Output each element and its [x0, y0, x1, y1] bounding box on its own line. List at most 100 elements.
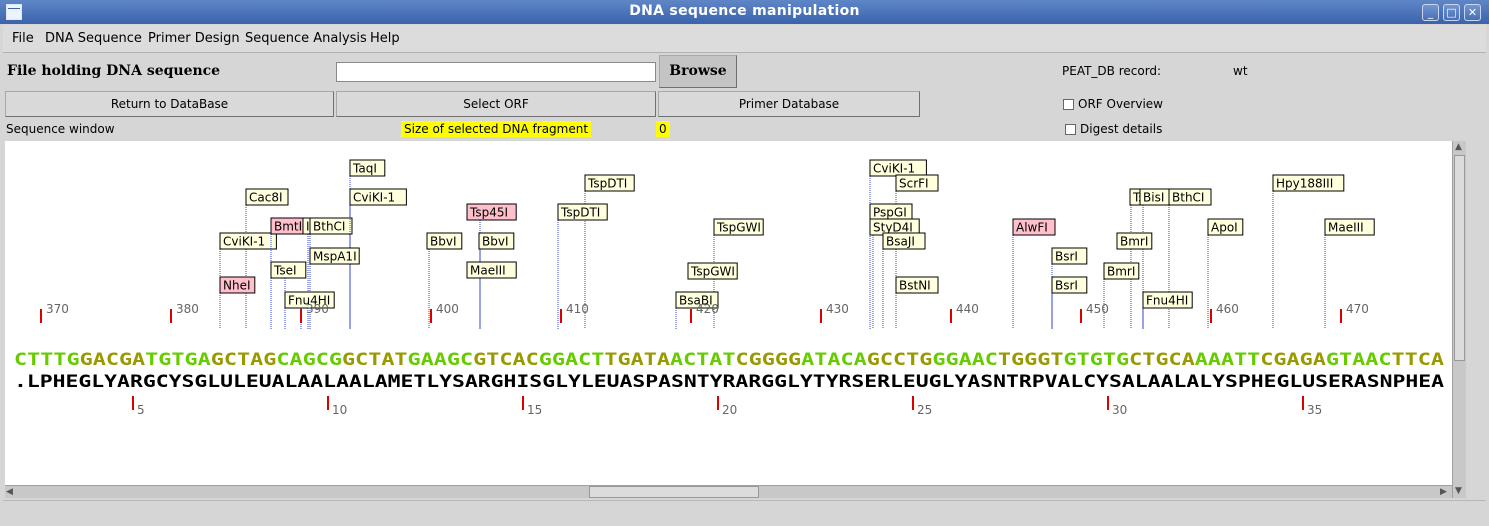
scroll-right-icon[interactable]: ▶	[1440, 487, 1447, 497]
primer-database-button[interactable]: Primer Database	[658, 91, 920, 117]
enzyme-label[interactable]: TaqI	[352, 162, 377, 176]
enzyme-label[interactable]: BmrI	[1107, 265, 1135, 279]
enzyme-label-box	[466, 261, 517, 279]
enzyme-label[interactable]: BsrI	[1055, 250, 1078, 264]
fragment-size-label: Size of selected DNA fragment	[401, 121, 592, 137]
enzyme-label[interactable]: NheI	[223, 279, 251, 293]
dna-position-number: 420	[696, 302, 719, 316]
enzyme-label[interactable]: MspA1I	[313, 250, 357, 264]
horizontal-scrollbar[interactable]: ◀ ▶	[5, 485, 1452, 498]
return-to-database-button[interactable]: Return to DataBase	[5, 91, 334, 117]
enzyme-label[interactable]: BthCI	[1172, 191, 1204, 205]
protein-position-number: 20	[722, 403, 737, 417]
dna-segment: CTTTG	[14, 350, 80, 370]
peat-record-label: PEAT_DB record:	[1062, 64, 1162, 78]
enzyme-label[interactable]: TspDTI	[587, 177, 627, 191]
enzyme-label-box	[426, 232, 463, 250]
enzyme-label[interactable]: TspDTI	[560, 206, 600, 220]
protein-position-number: 25	[917, 403, 932, 417]
enzyme-label[interactable]: CviKI-1	[353, 191, 395, 205]
dna-segment: TGATA	[604, 350, 670, 370]
dna-position-number: 410	[566, 302, 589, 316]
protein-position-number: 30	[1112, 403, 1127, 417]
enzyme-label[interactable]: BmrI	[1120, 235, 1148, 249]
enzyme-label-box	[1324, 218, 1375, 236]
enzyme-label-box	[284, 291, 335, 309]
window-title: DNA sequence manipulation	[629, 3, 860, 19]
sequence-window-label: Sequence window	[6, 122, 115, 136]
dna-segment: GCTAG	[211, 350, 277, 370]
menu-primer-design[interactable]: Primer Design	[148, 31, 240, 46]
enzyme-label-box	[882, 232, 926, 250]
vertical-scrollbar[interactable]: ▲ ▼	[1452, 141, 1466, 498]
enzyme-label-box	[584, 174, 635, 192]
select-orf-button[interactable]: Select ORF	[336, 91, 656, 117]
dna-segment: GCCTG	[867, 350, 933, 370]
dna-segment: GAAGC	[408, 350, 474, 370]
enzyme-label[interactable]: BstNI	[899, 279, 931, 293]
menu-dna-sequence[interactable]: DNA Sequence	[45, 31, 142, 46]
scroll-up-icon[interactable]: ▲	[1455, 142, 1462, 152]
enzyme-label[interactable]: AlwFI	[1016, 221, 1048, 235]
enzyme-label[interactable]: BisI	[1143, 191, 1164, 205]
enzyme-label-box	[309, 217, 353, 235]
enzyme-label[interactable]: BmtI	[274, 220, 302, 234]
enzyme-label-box	[1207, 218, 1244, 236]
browse-button[interactable]: Browse	[659, 55, 737, 88]
enzyme-label[interactable]: MaeIII	[1328, 221, 1364, 235]
enzyme-label-box	[687, 262, 738, 280]
enzyme-label[interactable]: I	[306, 220, 310, 234]
window-menu-icon[interactable]	[6, 4, 22, 20]
enzyme-label[interactable]: TspGWI	[716, 221, 761, 235]
file-path-input[interactable]	[336, 62, 656, 82]
protein-position-number: 5	[137, 403, 145, 417]
fragment-size-value: 0	[656, 121, 670, 137]
enzyme-label[interactable]: MaeIII	[470, 264, 506, 278]
enzyme-label[interactable]: BbvI	[430, 235, 457, 249]
enzyme-label[interactable]: TspGWI	[690, 265, 735, 279]
enzyme-label[interactable]: BthCI	[313, 220, 345, 234]
vertical-scroll-thumb[interactable]	[1454, 155, 1465, 361]
dna-segment: GTAAC	[1326, 350, 1392, 370]
enzyme-label-box	[675, 291, 719, 309]
enzyme-label[interactable]: StyD4I	[873, 221, 913, 235]
scroll-down-icon[interactable]: ▼	[1455, 486, 1462, 496]
enzyme-label-box	[219, 276, 256, 294]
close-button[interactable]: ✕	[1464, 4, 1481, 21]
enzyme-label[interactable]: CviKI-1	[873, 162, 915, 176]
minimize-button[interactable]: _	[1422, 4, 1439, 21]
enzyme-label-box	[1103, 262, 1140, 280]
dna-position-number: 450	[1086, 302, 1109, 316]
dna-segment: TTCA	[1392, 350, 1444, 370]
enzyme-label[interactable]: Fnu4HI	[288, 294, 330, 308]
protein-sequence[interactable]: .LPHEGLYARGCYSGLULEUALAALAALAMETLYSARGHI…	[14, 372, 1444, 392]
menu-help[interactable]: Help	[370, 31, 400, 46]
scroll-left-icon[interactable]: ◀	[6, 487, 13, 497]
enzyme-label[interactable]: CviKI-1	[223, 235, 265, 249]
enzyme-label[interactable]: Cac8I	[249, 191, 283, 205]
enzyme-label[interactable]: BsaBI	[679, 294, 713, 308]
enzyme-label[interactable]: Fnu4HI	[1146, 294, 1188, 308]
enzyme-label[interactable]: Tsp45I	[469, 206, 508, 220]
maximize-button[interactable]: □	[1443, 4, 1460, 21]
menu-file[interactable]: File	[12, 31, 34, 46]
orf-overview-checkbox[interactable]	[1063, 99, 1074, 110]
digest-details-checkbox[interactable]	[1065, 124, 1076, 135]
dna-segment: CTGCA	[1129, 350, 1195, 370]
enzyme-label-box	[349, 188, 407, 206]
enzyme-label[interactable]: BsrI	[1055, 279, 1078, 293]
enzyme-label[interactable]: PspGI	[873, 206, 907, 220]
enzyme-label-box	[557, 203, 608, 221]
horizontal-scroll-thumb[interactable]	[589, 486, 759, 498]
enzyme-label[interactable]: TseI	[273, 264, 297, 278]
dna-position-number: 430	[826, 302, 849, 316]
enzyme-label-box	[270, 261, 307, 279]
enzyme-label[interactable]: BbvI	[482, 235, 509, 249]
enzyme-label[interactable]: ApoI	[1211, 221, 1238, 235]
enzyme-label[interactable]: BsaJI	[886, 235, 915, 249]
enzyme-label[interactable]: ScrFI	[899, 177, 929, 191]
enzyme-label[interactable]: Hpy188III	[1276, 177, 1333, 191]
menu-sequence-analysis[interactable]: Sequence Analysis	[245, 31, 367, 46]
